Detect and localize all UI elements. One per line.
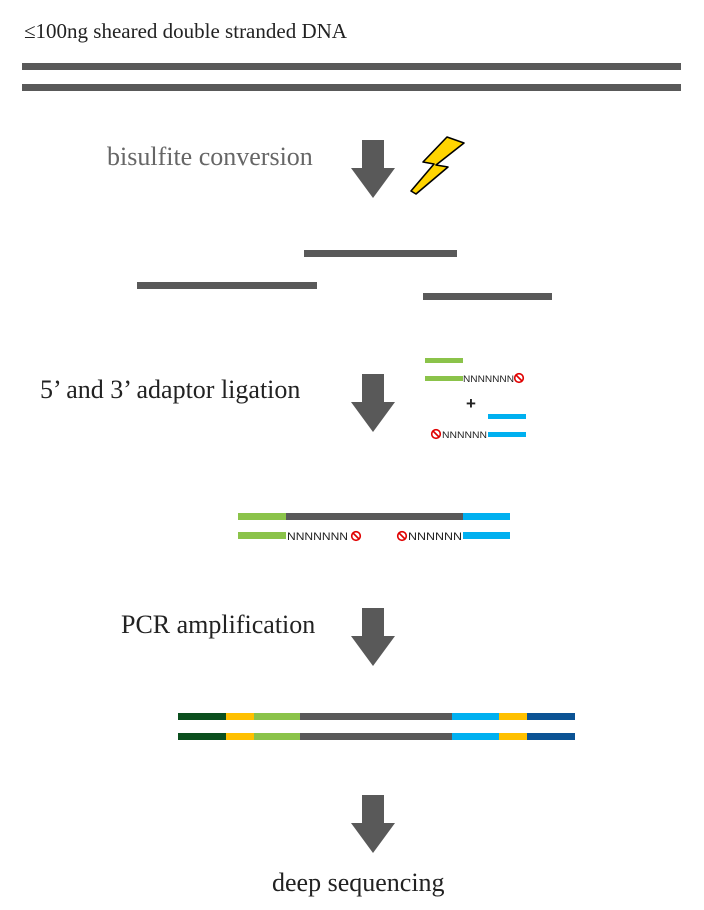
primer-5-segment bbox=[178, 713, 226, 720]
n-tail-label: NNNNNNN bbox=[463, 374, 514, 384]
adaptor-5-segment bbox=[238, 513, 286, 520]
insert-dna-segment bbox=[300, 713, 452, 720]
adaptor-3-segment bbox=[463, 513, 510, 520]
adaptor-3-segment bbox=[463, 532, 510, 539]
amplified-library bbox=[178, 713, 575, 740]
dsdna-strand-top bbox=[22, 63, 681, 70]
step-bisulfite-label: bisulfite conversion bbox=[107, 142, 313, 171]
index-segment bbox=[226, 713, 254, 720]
down-arrow-icon bbox=[351, 795, 395, 853]
adaptor-5-segment bbox=[254, 713, 300, 720]
adaptor-3-segment bbox=[452, 733, 499, 740]
down-arrow-icon bbox=[351, 608, 395, 666]
ssdna-fragment bbox=[137, 282, 317, 289]
adaptor-5-segment bbox=[254, 733, 300, 740]
step-sequencing-label: deep sequencing bbox=[272, 868, 445, 897]
ligated-product: NNNNNNN NNNNNN bbox=[238, 513, 510, 543]
prohibited-icon bbox=[513, 372, 525, 384]
library-strand-bottom bbox=[178, 733, 575, 740]
lightning-icon bbox=[410, 136, 465, 195]
dsdna-strand-bottom bbox=[22, 84, 681, 91]
n-tail-label: NNNNNN bbox=[408, 531, 462, 543]
insert-dna-segment bbox=[286, 513, 463, 520]
prohibited-icon bbox=[396, 530, 408, 542]
down-arrow-icon bbox=[351, 374, 395, 432]
down-arrow-icon bbox=[351, 140, 395, 198]
primer-3-segment bbox=[527, 733, 575, 740]
library-strand-top bbox=[178, 713, 575, 720]
n-tail-label: NNNNNNN bbox=[287, 531, 348, 543]
adaptor-3-strand bbox=[488, 432, 526, 437]
index-segment bbox=[499, 733, 527, 740]
step-ligation-label: 5’ and 3’ adaptor ligation bbox=[40, 375, 300, 404]
adaptor-3-segment bbox=[452, 713, 499, 720]
prohibited-icon bbox=[350, 530, 362, 542]
adaptor-5-strand bbox=[425, 358, 463, 363]
plus-sign: + bbox=[466, 394, 476, 413]
primer-5-segment bbox=[178, 733, 226, 740]
adaptor-3-strand bbox=[488, 414, 526, 419]
adaptor-legend: NNNNNNN + NNNNNN bbox=[425, 358, 526, 440]
title: ≤100ng sheared double stranded DNA bbox=[24, 19, 348, 43]
insert-dna-segment bbox=[300, 733, 452, 740]
ssdna-fragment bbox=[304, 250, 457, 257]
adaptor-5-strand bbox=[425, 376, 463, 381]
adaptor-5-segment bbox=[238, 532, 286, 539]
index-segment bbox=[499, 713, 527, 720]
ssdna-fragment bbox=[423, 293, 552, 300]
primer-3-segment bbox=[527, 713, 575, 720]
step-pcr-label: PCR amplification bbox=[121, 610, 315, 639]
prohibited-icon bbox=[430, 428, 442, 440]
n-tail-label: NNNNNN bbox=[442, 430, 487, 440]
index-segment bbox=[226, 733, 254, 740]
